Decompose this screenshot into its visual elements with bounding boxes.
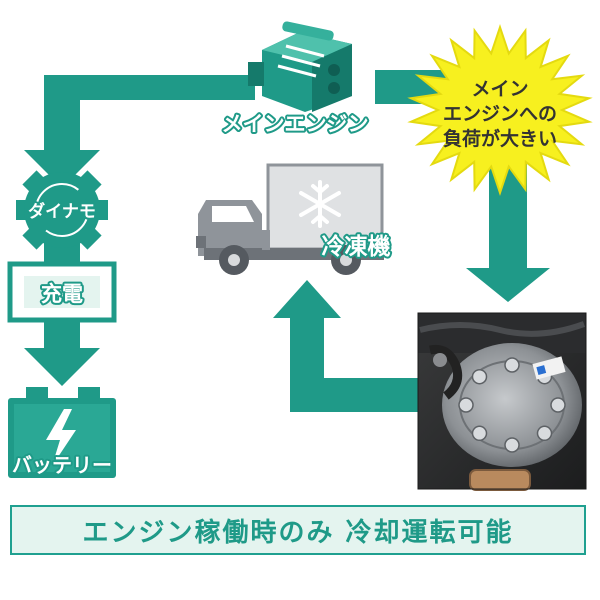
compressor-bolt: [504, 357, 520, 373]
compressor-photo: [417, 312, 587, 491]
battery-label: バッテリー: [12, 453, 112, 477]
gear-icon: [16, 164, 108, 256]
load-text-line2: エンジンへの: [443, 103, 557, 125]
main-engine-label: メインエンジン: [222, 112, 369, 136]
arrow-engine-to-dynamo: [24, 75, 255, 188]
bottom-banner: エンジン稼働時のみ 冷却運転可能: [10, 505, 586, 555]
compressor-bolt: [471, 368, 488, 385]
compressor-bolt: [471, 425, 488, 442]
snowflake-icon: [299, 180, 341, 228]
compressor-bolt: [536, 425, 553, 442]
lightning-icon: [46, 409, 76, 466]
load-text-line1: メイン: [471, 78, 528, 100]
dynamo-label: ダイナモ: [28, 201, 96, 222]
charge-box: [7, 261, 117, 323]
banner-text: エンジン稼働時のみ 冷却運転可能: [82, 517, 514, 548]
compressor-bolt: [458, 397, 474, 413]
truck-icon: [196, 163, 384, 275]
load-text-line3: 負荷が大きい: [443, 127, 557, 150]
engine-icon: [248, 21, 352, 112]
charge-label: 充電: [41, 282, 83, 306]
load-burst: メイン エンジンへの 負荷が大きい: [407, 24, 593, 196]
compressor-bolt: [550, 397, 566, 413]
arrow-compressor-to-refrigerator: [273, 280, 418, 412]
refrigerator-label: 冷凍機: [322, 233, 391, 260]
compressor-bolt: [504, 437, 520, 453]
